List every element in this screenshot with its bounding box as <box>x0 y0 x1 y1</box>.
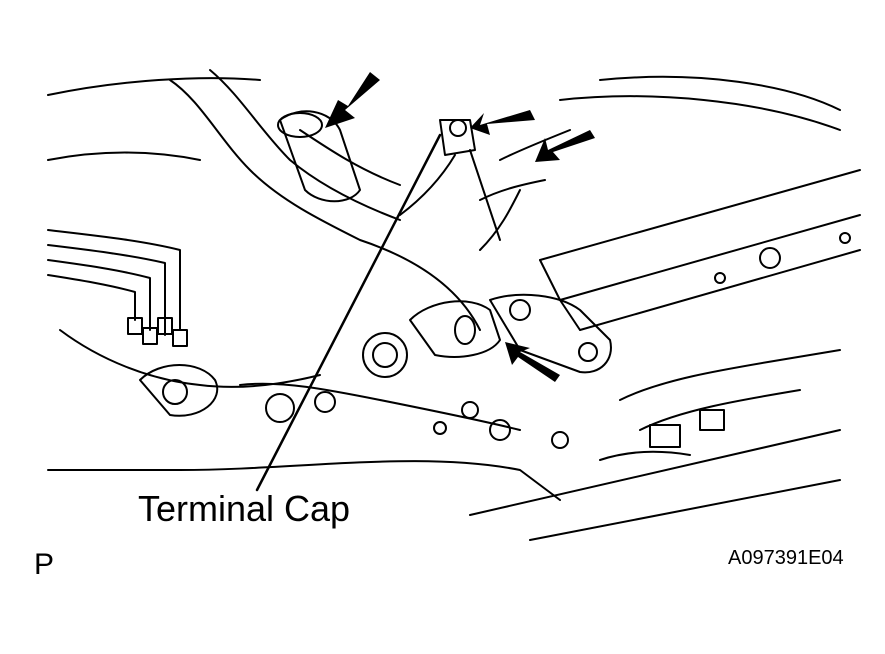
terminal-cap-label: Terminal Cap <box>138 488 351 529</box>
arrow-icon <box>325 72 380 128</box>
figure-id-label: A097391E04 <box>728 547 844 569</box>
indicator-arrows <box>325 72 595 382</box>
corner-mark-label: P <box>34 548 55 581</box>
arrow-icon <box>535 130 595 162</box>
arrow-icon <box>470 110 535 135</box>
arrow-icon <box>505 342 560 382</box>
